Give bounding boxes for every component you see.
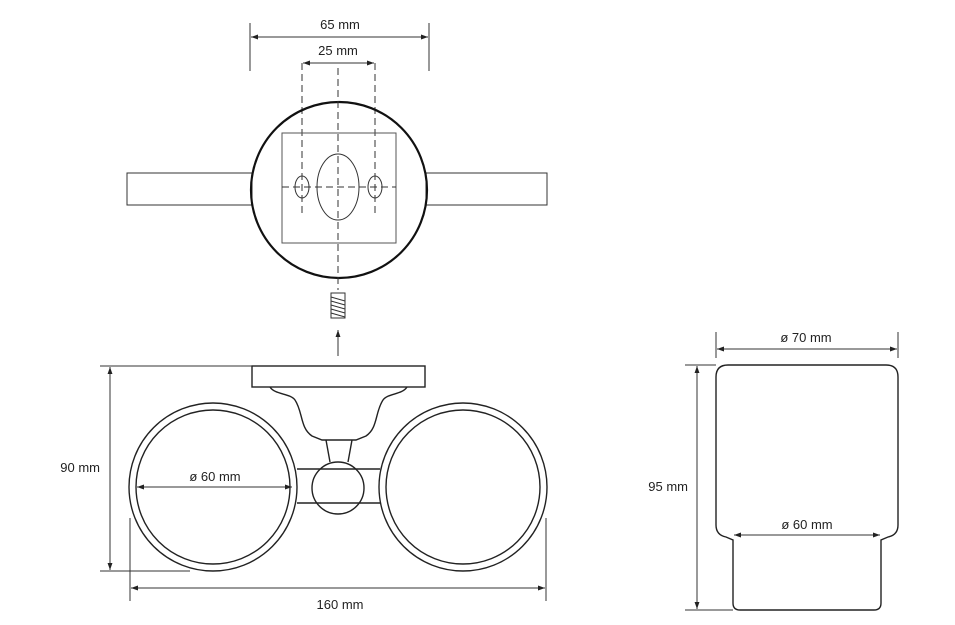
dimension-90mm: 90 mm — [60, 365, 252, 572]
mount-plate — [281, 132, 397, 244]
dim-label-25: 25 mm — [318, 43, 358, 58]
dimension-cup-top: ø 70 mm — [715, 330, 899, 358]
cup-outline — [715, 364, 899, 611]
screw — [330, 292, 346, 319]
dimension-ring-diameter: ø 60 mm — [137, 469, 292, 490]
dimension-cup-bottom: ø 60 mm — [734, 517, 880, 538]
front-view: ø 60 mm 90 mm 160 mm — [60, 365, 548, 612]
dim-label-65: 65 mm — [320, 17, 360, 32]
dimension-cup-height: 95 mm — [648, 364, 733, 611]
center-knob — [311, 461, 365, 515]
top-view: 65 mm 25 mm — [126, 17, 548, 356]
bar-left — [126, 172, 253, 206]
wall-plate — [251, 365, 426, 388]
ring-left-outer — [128, 402, 298, 572]
dim-label-160: 160 mm — [317, 597, 364, 612]
bar-right — [425, 172, 548, 206]
ring-right-outer — [378, 402, 548, 572]
dim-label-90: 90 mm — [60, 460, 100, 475]
dimension-25mm: 25 mm — [301, 43, 376, 215]
ring-right-inner — [385, 409, 541, 565]
bracket — [269, 386, 408, 441]
dim-label-cup-top: ø 70 mm — [780, 330, 831, 345]
dimension-65mm: 65 mm — [249, 17, 430, 71]
wall-plate-circle — [249, 100, 429, 280]
dim-label-cup-height: 95 mm — [648, 479, 688, 494]
dim-label-ring: ø 60 mm — [189, 469, 240, 484]
dim-label-cup-bottom: ø 60 mm — [781, 517, 832, 532]
dimension-160mm: 160 mm — [129, 518, 547, 612]
cup-view: ø 70 mm 95 mm ø 60 mm — [648, 330, 899, 611]
